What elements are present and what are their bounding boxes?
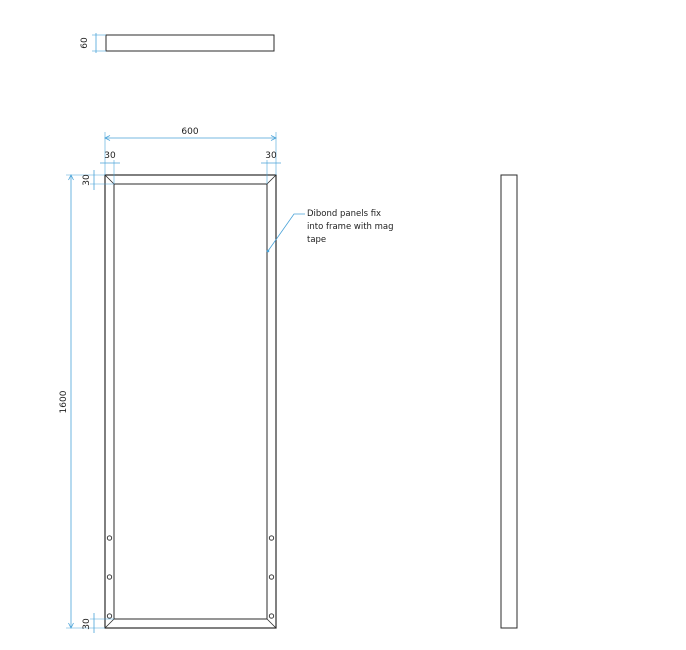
note-line-1: Dibond panels fix [307,209,381,219]
right-border-dimension: 30 [261,151,281,184]
note-line-2: into frame with mag [307,222,394,232]
bottom-border-label: 30 [82,618,92,630]
side-view [500,174,518,629]
height-label: 1600 [59,390,69,413]
screw-right-3 [268,613,275,619]
note-leader [266,213,305,253]
front-view: 600 30 30 1600 30 [59,127,394,633]
screw-left-3 [106,613,113,619]
top-profile-view: 60 [80,33,275,53]
top-profile-bar [105,34,275,52]
screw-left-1 [106,535,113,541]
left-border-dimension: 30 [100,151,120,184]
frame-inner [113,183,268,620]
note-line-3: tape [307,235,326,245]
height-dimension: 1600 [59,174,105,629]
top-border-dimension: 30 [82,170,114,190]
side-profile-bar [500,174,518,629]
screw-left-2 [106,574,113,580]
width-dimension: 600 [104,127,277,175]
screw-right-1 [268,535,275,541]
dibond-note: Dibond panels fix into frame with mag ta… [307,209,394,245]
left-border-label: 30 [104,151,116,161]
right-border-label: 30 [265,151,277,161]
fixing-screws [106,535,275,619]
screw-right-2 [268,574,275,580]
depth-label: 60 [80,37,90,49]
width-label: 600 [181,127,198,137]
top-border-label: 30 [82,174,92,186]
depth-dimension: 60 [80,33,106,53]
frame-outer [104,174,277,629]
mitre-joints [104,174,277,629]
bottom-border-dimension: 30 [82,613,114,633]
